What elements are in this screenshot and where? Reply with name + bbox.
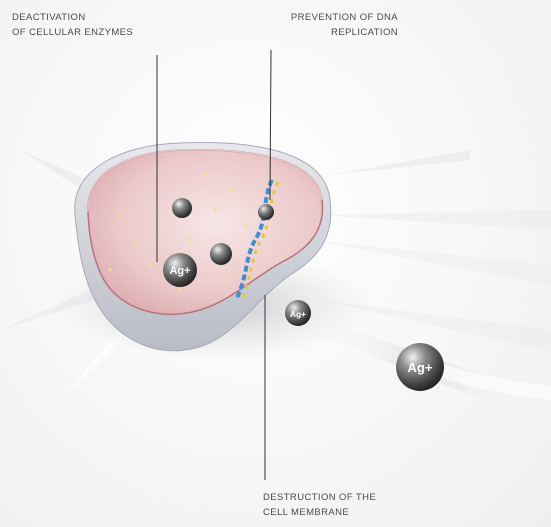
label-line: DESTRUCTION OF THE — [263, 490, 376, 505]
label-line: PREVENTION OF DNA — [262, 10, 398, 25]
silver-ion-small — [172, 198, 192, 218]
label-line: DEACTIVATION — [12, 10, 133, 25]
svg-text:Ag+: Ag+ — [290, 309, 306, 319]
label-line: CELL MEMBRANE — [263, 505, 376, 520]
silver-ion-small — [258, 204, 274, 220]
label-line: OF CELLULAR ENZYMES — [12, 25, 133, 40]
label-enzyme-deactivation: DEACTIVATION OF CELLULAR ENZYMES — [12, 10, 133, 40]
silver-ion-approaching: Ag+ — [396, 343, 444, 391]
label-membrane-destruction: DESTRUCTION OF THE CELL MEMBRANE — [263, 490, 376, 520]
label-line: REPLICATION — [262, 25, 398, 40]
silver-ion-at-membrane: Ag+ — [285, 300, 311, 326]
label-dna-prevention: PREVENTION OF DNA REPLICATION — [262, 10, 398, 40]
silver-ion-inside-cell: Ag+ — [163, 253, 197, 287]
svg-text:Ag+: Ag+ — [408, 360, 433, 375]
svg-text:Ag+: Ag+ — [169, 265, 190, 277]
silver-ion-small — [210, 243, 232, 265]
